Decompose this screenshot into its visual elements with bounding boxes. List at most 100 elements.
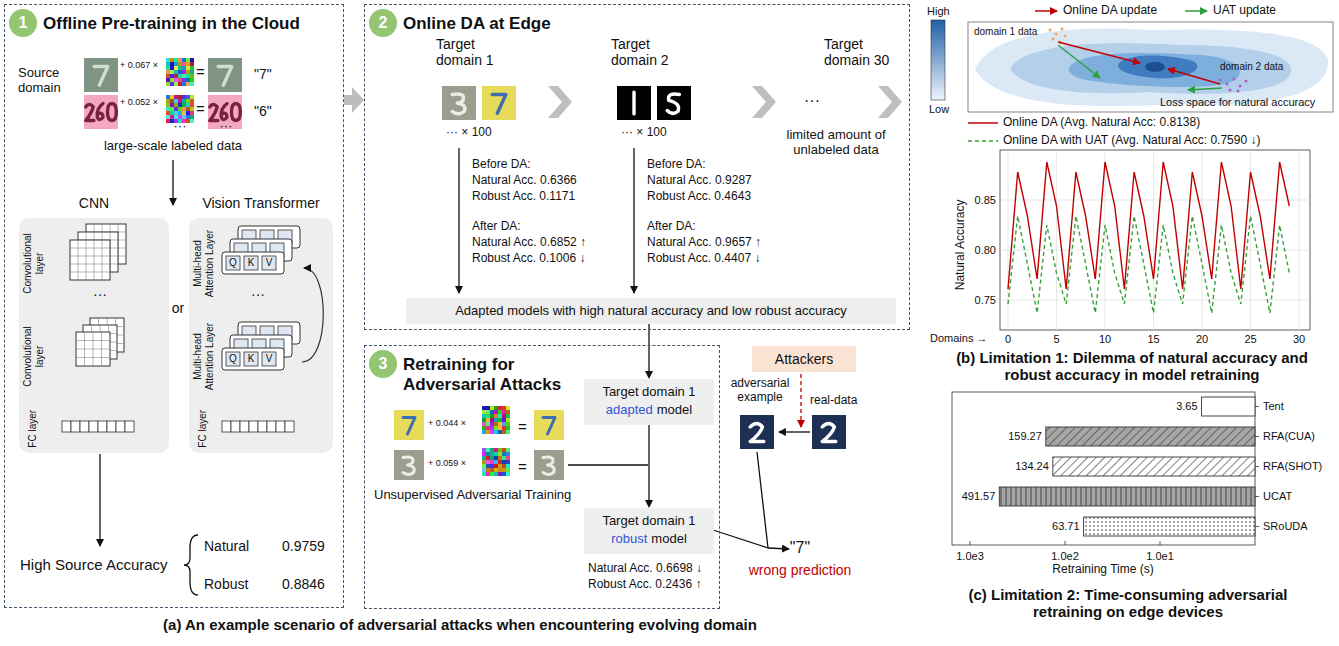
noise-pattern: [174, 78, 178, 82]
digit-image: [208, 58, 242, 92]
text-label: =: [518, 458, 527, 475]
chart: [1202, 150, 1203, 330]
noise-pattern: [490, 418, 494, 422]
noise-pattern: [506, 410, 510, 414]
noise-pattern: [502, 410, 506, 414]
noise-pattern: [186, 99, 190, 103]
text-label: Target domain 30: [824, 36, 904, 68]
text-label: large-scale labeled data: [104, 139, 242, 154]
noise-pattern: [498, 414, 502, 418]
noise-pattern: [190, 115, 194, 119]
noise-pattern: [170, 99, 174, 103]
loss-space: [1219, 79, 1222, 82]
noise-pattern: [498, 464, 502, 468]
noise-pattern: [174, 111, 178, 115]
digit-image: [534, 450, 564, 480]
loss-space: [1219, 78, 1248, 93]
text-label: "7": [790, 539, 810, 557]
noise-pattern: [498, 456, 502, 460]
flow-arrow: [648, 425, 649, 500]
noise-pattern: [190, 82, 194, 86]
text-label: Tent: [1263, 400, 1284, 413]
noise-pattern: [170, 70, 174, 74]
flow-arrow: [172, 160, 173, 205]
node-text: adapted: [606, 403, 653, 418]
noise-pattern: [502, 414, 506, 418]
noise-pattern: [182, 107, 186, 111]
feature-map: [86, 240, 87, 280]
legend-text: Online DA (Avg. Natural Acc: 0.8138): [1003, 116, 1200, 130]
text-label: or: [172, 300, 184, 316]
text-label: After DA:: [647, 220, 696, 234]
attention-head: [222, 348, 284, 370]
text-label: "6": [254, 103, 272, 119]
noise-pattern: [170, 66, 174, 70]
noise-pattern: [494, 448, 498, 452]
digit-image: [394, 450, 424, 480]
attention-head: [222, 252, 284, 274]
noise-pattern: [506, 414, 510, 418]
noise-pattern: [494, 430, 498, 434]
node-heading: Attackers: [752, 351, 856, 367]
text-label: (c) Limitation 2: Time-consuming adversa…: [963, 586, 1293, 621]
noise-pattern: [494, 418, 498, 422]
noise-pattern: [490, 414, 494, 418]
noise-pattern: [178, 103, 182, 107]
noise-pattern: [170, 107, 174, 111]
node-text: robust: [611, 532, 647, 547]
fc-layer: [231, 421, 240, 432]
loss-space: [1168, 69, 1220, 84]
node-heading: Retraining for Adversarial Attacks: [403, 355, 583, 394]
text-label: "7": [254, 66, 272, 82]
noise-pattern: [182, 99, 186, 103]
noise-pattern: [166, 58, 194, 86]
noise-pattern: [186, 74, 190, 78]
noise-pattern: [506, 472, 510, 476]
digit-image: [750, 424, 764, 442]
attention-head: [226, 352, 240, 366]
noise-pattern: [506, 460, 510, 464]
text-label: 0.8846: [282, 576, 325, 592]
noise-pattern: [482, 406, 510, 434]
noise-pattern: [486, 418, 490, 422]
fc-layer: [98, 421, 107, 432]
noise-pattern: [178, 95, 182, 99]
noise-pattern: [178, 99, 182, 103]
noise-pattern: [502, 472, 506, 476]
digit-image: [94, 67, 108, 86]
attention-head: [262, 352, 276, 366]
noise-pattern: [490, 452, 494, 456]
noise-pattern: [174, 82, 178, 86]
text-label: Q: [229, 353, 237, 365]
noise-pattern: [186, 62, 190, 66]
fc-layer: [62, 421, 134, 432]
flow-arrow: [458, 148, 459, 293]
legend-sample: [1185, 10, 1207, 12]
chevron: [878, 86, 902, 118]
noise-pattern: [482, 464, 486, 468]
noise-pattern: [502, 448, 506, 452]
digit-image: [632, 92, 635, 114]
text-label: RFA(SHOT): [1263, 460, 1322, 473]
noise-pattern: [486, 464, 490, 468]
data-line: [1008, 216, 1289, 313]
noise-pattern: [502, 430, 506, 434]
chart: [1255, 406, 1259, 407]
text-label: wrong prediction: [749, 562, 852, 578]
node-text: Multi-head Attention Layer: [192, 316, 215, 396]
node-text: FC layer: [27, 410, 39, 448]
digit-image: [482, 86, 516, 120]
noise-pattern: [174, 70, 178, 74]
noise-pattern: [490, 460, 494, 464]
noise-pattern: [166, 66, 170, 70]
noise-pattern: [490, 422, 494, 426]
node-heading: Online DA at Edge: [403, 14, 551, 34]
text-label: Natural Acc. 0.6698 ↓: [588, 562, 702, 576]
noise-pattern: [486, 472, 490, 476]
loss-space: [1058, 42, 1140, 63]
fc-layer: [71, 421, 80, 432]
text-label: 0: [1005, 333, 1011, 346]
text-label: Retraining Time (s): [1052, 563, 1153, 577]
text-label: Natural Acc. 0.6366: [472, 174, 577, 188]
noise-pattern: [182, 70, 186, 74]
